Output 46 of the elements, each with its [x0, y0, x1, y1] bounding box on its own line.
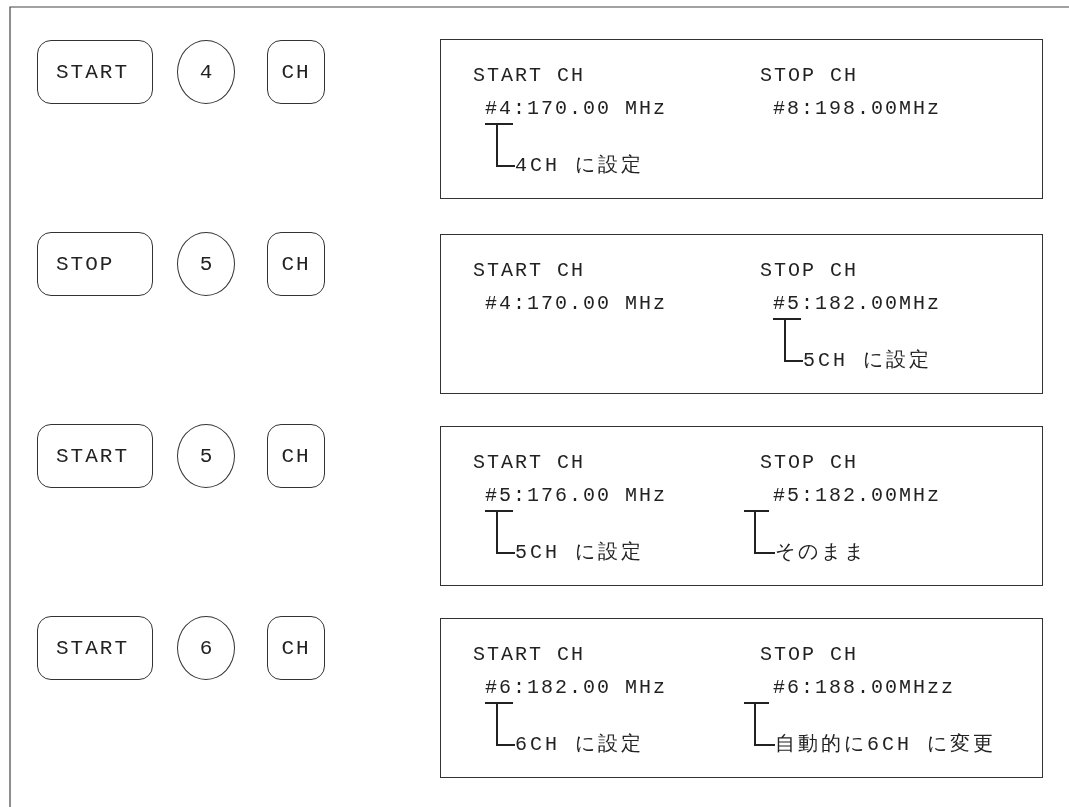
underline-mark	[485, 123, 513, 125]
annotation-text: 5CH に設定	[803, 348, 932, 374]
channel-heading: START CH	[473, 259, 585, 283]
channel-heading: STOP CH	[760, 643, 858, 667]
annotation-text: 自動的に6CH に変更	[775, 732, 996, 758]
channel-heading: START CH	[473, 451, 585, 475]
frequency-readout: #4:170.00 MHz	[485, 292, 668, 316]
frequency-readout: #8:198.00MHz	[773, 97, 942, 121]
frequency-readout: #5:182.00MHz	[773, 292, 942, 316]
key-button: START	[37, 424, 153, 488]
key-button: CH	[267, 424, 325, 488]
annotation-text: そのまま	[775, 540, 867, 566]
key-button: START	[37, 616, 153, 680]
display-screen	[440, 39, 1043, 199]
annotation-text: 6CH に設定	[515, 732, 644, 758]
channel-heading: STOP CH	[760, 259, 858, 283]
frequency-readout: #6:182.00 MHz	[485, 676, 668, 700]
underline-mark	[744, 510, 769, 512]
key-button: CH	[267, 616, 325, 680]
channel-heading: STOP CH	[760, 451, 858, 475]
leader-line	[754, 511, 776, 554]
leader-line	[754, 703, 776, 746]
key-button: STOP	[37, 232, 153, 296]
display-screen	[440, 618, 1043, 778]
display-screen	[440, 426, 1043, 586]
annotation-text: 4CH に設定	[515, 153, 644, 179]
channel-heading: START CH	[473, 64, 585, 88]
channel-heading: START CH	[473, 643, 585, 667]
channel-heading: STOP CH	[760, 64, 858, 88]
frequency-readout: #4:170.00 MHz	[485, 97, 668, 121]
underline-mark	[744, 702, 769, 704]
leader-line	[496, 703, 516, 746]
display-screen	[440, 234, 1043, 394]
key-button: START	[37, 40, 153, 104]
leader-line	[784, 319, 804, 362]
key-button: CH	[267, 40, 325, 104]
frequency-readout: #6:188.00MHzz	[773, 676, 956, 700]
underline-mark	[485, 510, 513, 512]
frequency-readout: #5:176.00 MHz	[485, 484, 668, 508]
leader-line	[496, 511, 516, 554]
key-button: CH	[267, 232, 325, 296]
underline-mark	[773, 318, 801, 320]
leader-line	[496, 124, 516, 167]
frequency-readout: #5:182.00MHz	[773, 484, 942, 508]
underline-mark	[485, 702, 513, 704]
annotation-text: 5CH に設定	[515, 540, 644, 566]
